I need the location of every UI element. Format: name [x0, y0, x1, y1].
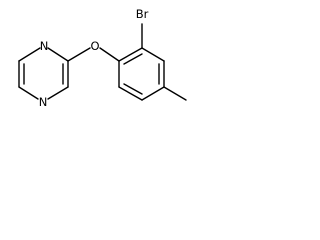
atom-label-bromine: Br [136, 7, 149, 21]
bond-c6-o [67, 47, 91, 62]
bond-c4-c5 [141, 86, 165, 101]
benzene-ring [118, 47, 165, 101]
bond-c3-n4 [18, 86, 39, 100]
bond-c5-c6 [118, 86, 143, 101]
pyrazine-ring [18, 47, 69, 100]
bond-c6-n1 [47, 47, 69, 62]
substituents [141, 23, 187, 101]
atom-labels: N N O Br [39, 7, 149, 109]
atom-label-n-bottom: N [39, 95, 48, 109]
bond-c2-c3 [141, 47, 165, 62]
ether-linkage [67, 47, 120, 62]
chemical-structure: N N O Br [18, 7, 187, 109]
bond-c1-c2-inner [123, 53, 143, 65]
bond-n4-c5 [47, 86, 69, 100]
bond-c1-c2 [118, 47, 143, 62]
bond-o-c1prime [99, 47, 120, 62]
atom-label-oxygen: O [90, 39, 99, 53]
bond-n1-c2 [18, 47, 41, 62]
bond-c5-c6-inner [123, 83, 143, 95]
bond-c4-methyl [163, 86, 187, 101]
atom-label-n-top: N [40, 39, 49, 53]
